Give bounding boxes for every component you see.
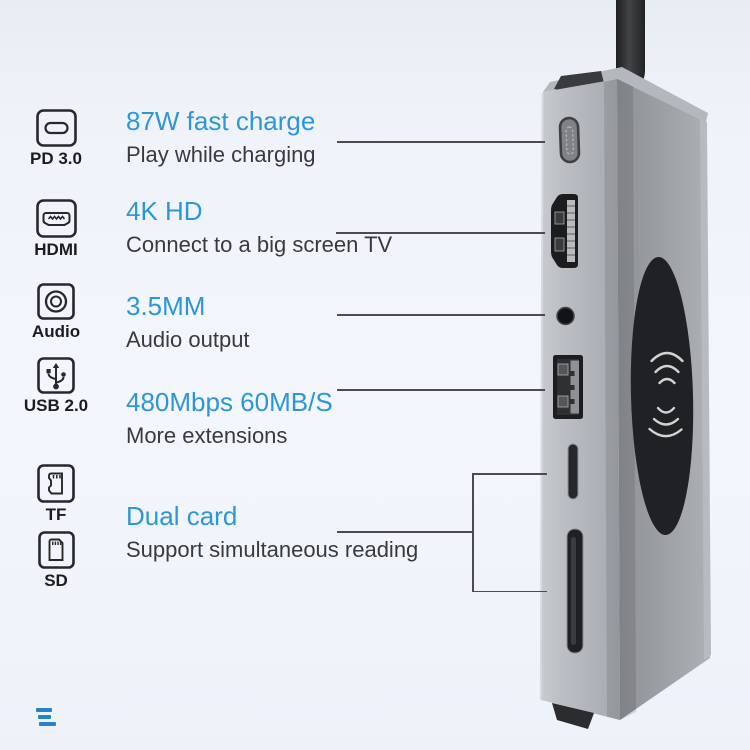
usb-trident-icon xyxy=(37,357,75,394)
hdmi-icon xyxy=(35,199,77,238)
port-icon-usb: USB 2.0 xyxy=(16,357,96,416)
wireless-charging-icon xyxy=(648,351,684,438)
connector-line-audio xyxy=(337,314,545,316)
logo-bar xyxy=(36,708,52,712)
feature-subtitle: Support simultaneous reading xyxy=(126,536,419,562)
feature-audio: 3.5MM Audio output xyxy=(126,291,250,352)
feature-title: 3.5MM xyxy=(126,291,206,321)
port-icon-audio: Audio xyxy=(16,283,96,342)
face-shading xyxy=(604,79,620,720)
connector-line-hdmi xyxy=(336,232,545,234)
usb-cable xyxy=(616,0,645,87)
dualcard-bracket-top xyxy=(472,473,547,475)
dualcard-bracket-bottom xyxy=(472,590,547,592)
port-icon-pd: PD 3.0 xyxy=(16,109,96,169)
face-shading xyxy=(617,79,636,720)
brand-logo-icon xyxy=(36,708,56,726)
usb-a-port xyxy=(553,355,583,419)
port-icon-label: HDMI xyxy=(34,240,78,259)
audio-jack-port xyxy=(556,306,575,326)
feature-dualcard: Dual card Support simultaneous reading xyxy=(126,501,419,562)
tf-card-icon xyxy=(37,464,75,503)
connector-line-usb xyxy=(337,389,545,391)
bottom-notch xyxy=(552,703,594,729)
logo-bar xyxy=(37,715,51,719)
feature-title: 4K HD xyxy=(126,196,203,226)
sd-card-slot xyxy=(566,528,584,654)
port-icon-hdmi: HDMI xyxy=(16,199,96,260)
wireless-charging-pad xyxy=(630,257,694,535)
feature-subtitle: More extensions xyxy=(126,422,288,448)
port-icon-label: Audio xyxy=(31,322,81,341)
port-icon-tf: TF xyxy=(16,464,96,525)
feature-subtitle: Audio output xyxy=(126,326,250,352)
feature-title: 480Mbps 60MB/S xyxy=(126,387,333,417)
feature-subtitle: Connect to a big screen TV xyxy=(126,231,393,257)
edge-highlight xyxy=(539,92,544,700)
feature-usb: 480Mbps 60MB/S More extensions xyxy=(126,387,333,448)
connector-line-dualcard xyxy=(337,531,473,533)
port-icon-label: USB 2.0 xyxy=(23,396,89,415)
feature-hdmi: 4K HD Connect to a big screen TV xyxy=(126,196,393,257)
usb-c-icon xyxy=(35,109,77,147)
hdmi-port xyxy=(551,194,578,268)
feature-title: 87W fast charge xyxy=(126,106,316,136)
logo-bar xyxy=(38,721,56,726)
feature-subtitle: Play while charging xyxy=(126,141,316,167)
audio-jack-icon xyxy=(37,283,75,320)
sd-card-icon xyxy=(37,531,75,569)
dualcard-bracket-vertical xyxy=(472,473,474,592)
port-icon-label: TF xyxy=(45,505,67,524)
usb-c-port xyxy=(558,116,581,164)
feature-pd: 87W fast charge Play while charging xyxy=(126,106,316,167)
connector-line-pd xyxy=(337,141,545,143)
feature-title: Dual card xyxy=(126,501,238,531)
port-icon-sd: SD xyxy=(16,531,96,591)
port-icon-label: SD xyxy=(44,571,68,590)
tf-card-slot xyxy=(567,443,579,500)
port-icon-label: PD 3.0 xyxy=(30,149,82,168)
device-back-edge xyxy=(700,119,711,660)
